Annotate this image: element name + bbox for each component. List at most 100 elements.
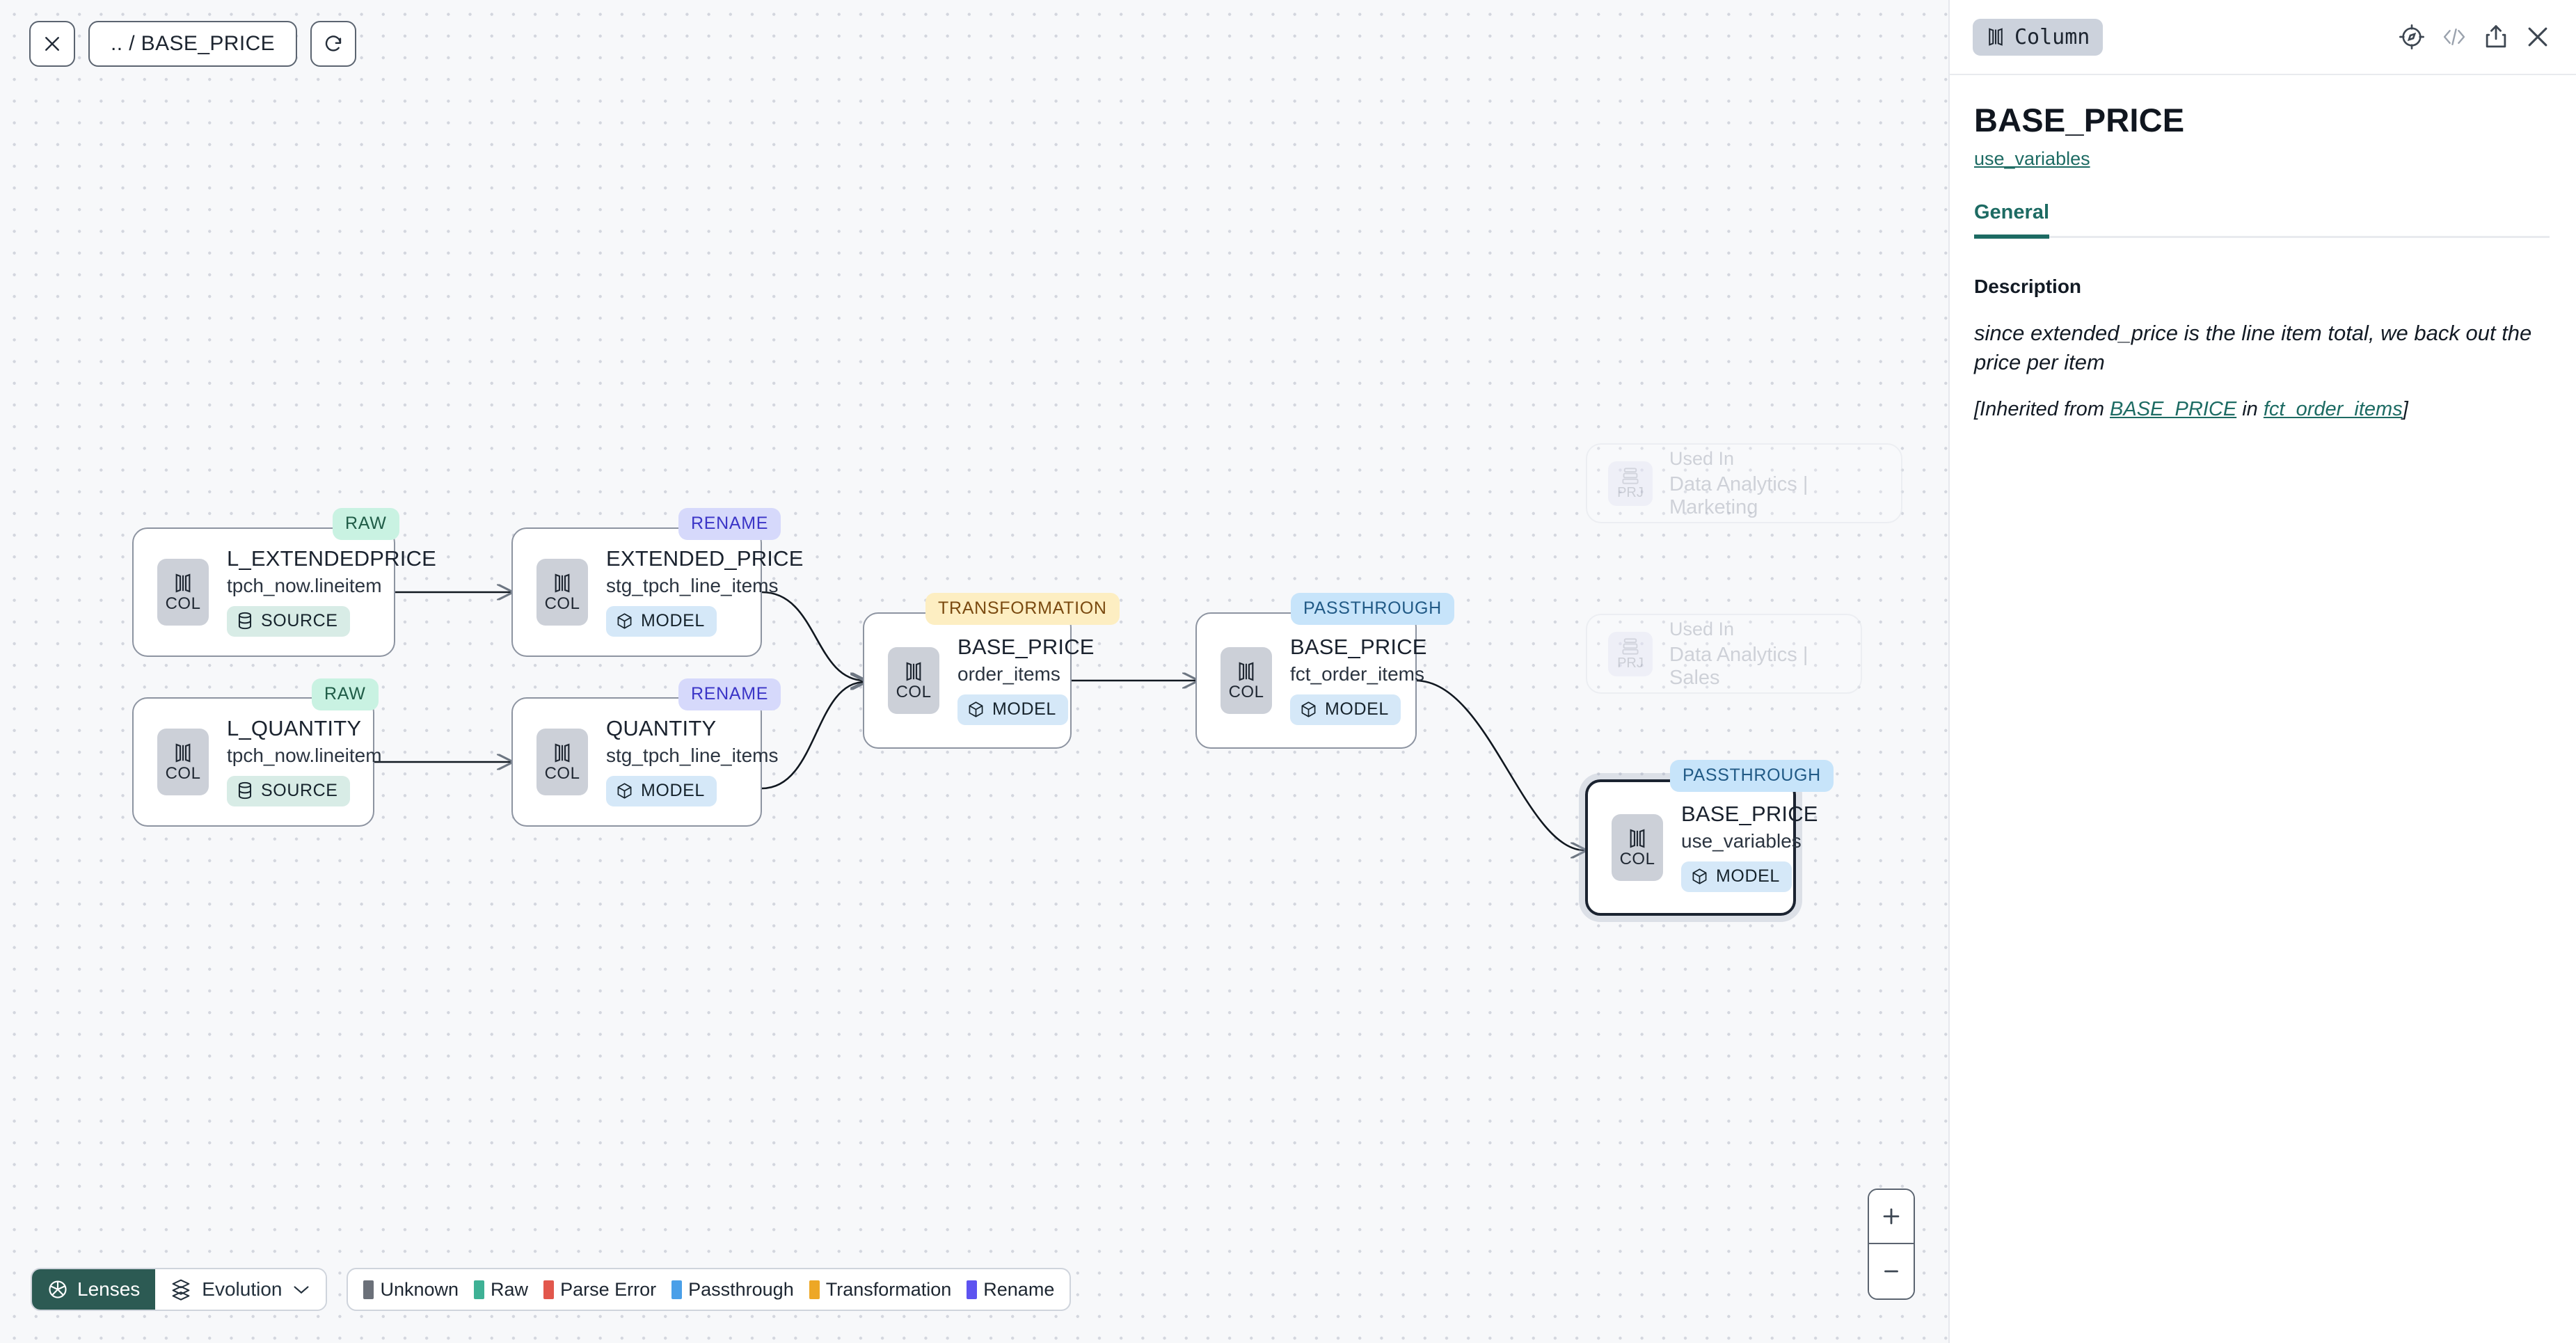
refresh-button[interactable] — [310, 21, 357, 67]
column-chip-label: COL — [165, 764, 201, 783]
node-subtitle: stg_tpch_line_items — [606, 574, 779, 596]
code-button[interactable] — [2441, 26, 2467, 48]
node-badge-raw-1: RAW — [333, 508, 399, 540]
inherited-column-link[interactable]: BASE_PRICE — [2110, 397, 2237, 420]
used-in-text: Used In Data Analytics | Sales — [1669, 619, 1861, 690]
node-pill-label: MODEL — [1325, 699, 1389, 719]
node-subtitle: stg_tpch_line_items — [606, 744, 779, 766]
node-extended-price[interactable]: COL EXTENDED_PRICE stg_tpch_line_items M… — [511, 527, 803, 657]
legend-swatch-transformation — [809, 1280, 820, 1299]
project-icon — [1622, 638, 1639, 655]
panel-body: BASE_PRICE use_variables General Descrip… — [1950, 75, 2576, 423]
database-icon — [238, 612, 252, 630]
node-l-extendedprice[interactable]: COL L_EXTENDEDPRICE tpch_now.lineitem SO… — [132, 527, 436, 657]
node-pill-model: MODEL — [1681, 861, 1792, 892]
column-chip: COL — [157, 729, 209, 795]
chevron-down-icon — [294, 1286, 310, 1294]
node-pill-model: MODEL — [606, 775, 717, 806]
tab-general[interactable]: General — [1974, 201, 2049, 239]
legend-item-passthrough[interactable]: Passthrough — [671, 1279, 794, 1301]
used-in-card-marketing[interactable]: PRJ Used In Data Analytics | Marketing — [1586, 443, 1902, 523]
breadcrumb-button[interactable]: .. / BASE_PRICE — [88, 21, 298, 67]
inherited-middle: in — [2236, 397, 2264, 420]
zoom-out-button[interactable] — [1869, 1244, 1914, 1298]
used-in-card-sales[interactable]: PRJ Used In Data Analytics | Sales — [1586, 614, 1862, 694]
legend-swatch-rename — [967, 1280, 978, 1299]
column-chip: COL — [888, 647, 939, 714]
legend-label-passthrough: Passthrough — [688, 1278, 794, 1300]
column-chip-label: COL — [544, 764, 580, 783]
node-subtitle: use_variables — [1681, 829, 1802, 852]
share-button[interactable] — [2483, 24, 2509, 50]
legend-item-parse-error[interactable]: Parse Error — [543, 1279, 656, 1301]
lenses-button[interactable]: Lenses — [32, 1269, 156, 1310]
column-chip: COL — [1221, 647, 1272, 714]
compass-icon — [2399, 24, 2424, 49]
node-pill-model: MODEL — [1290, 694, 1401, 725]
node-badge-passthrough-1: PASSTHROUGH — [1291, 593, 1454, 625]
legend-label-rename: Rename — [983, 1278, 1055, 1300]
code-icon — [2443, 29, 2465, 45]
used-in-value: Data Analytics | Sales — [1669, 643, 1808, 689]
close-panel-button[interactable] — [2525, 24, 2551, 50]
legend-item-raw[interactable]: Raw — [474, 1279, 528, 1301]
node-pill-label: MODEL — [992, 699, 1056, 719]
node-pill-label: SOURCE — [261, 610, 338, 630]
column-chip-label: COL — [165, 594, 201, 613]
node-title: L_EXTENDEDPRICE — [227, 546, 437, 571]
column-icon — [906, 662, 921, 681]
node-title: BASE_PRICE — [1681, 802, 1818, 827]
model-cube-icon — [617, 783, 632, 799]
node-pill-label: MODEL — [641, 780, 705, 800]
legend-label-unknown: Unknown — [380, 1278, 459, 1300]
node-base-price-order-items[interactable]: COL BASE_PRICE order_items MODEL — [863, 612, 1095, 749]
node-title: BASE_PRICE — [957, 635, 1095, 660]
legend-label-raw: Raw — [491, 1278, 529, 1300]
node-pill-source: SOURCE — [227, 775, 350, 806]
node-pill-label: MODEL — [1716, 866, 1780, 886]
close-icon — [2528, 27, 2547, 47]
project-chip: PRJ — [1608, 461, 1653, 506]
model-cube-icon — [617, 613, 632, 629]
legend-swatch-parse-error — [543, 1280, 555, 1299]
node-body: BASE_PRICE fct_order_items MODEL — [1290, 635, 1427, 725]
column-icon — [555, 743, 570, 763]
evolution-dropdown[interactable]: Evolution — [155, 1269, 326, 1310]
node-title: BASE_PRICE — [1290, 635, 1427, 660]
node-badge-transformation: TRANSFORMATION — [925, 593, 1120, 625]
legend-item-rename[interactable]: Rename — [967, 1279, 1054, 1301]
lineage-canvas[interactable]: .. / BASE_PRICE — [0, 0, 1948, 1343]
node-title: L_QUANTITY — [227, 716, 362, 741]
plus-icon — [1883, 1208, 1900, 1225]
model-cube-icon — [969, 701, 983, 717]
node-l-quantity[interactable]: COL L_QUANTITY tpch_now.lineitem SOURCE — [132, 697, 382, 827]
inherited-model-link[interactable]: fct_order_items — [2263, 397, 2403, 420]
zoom-in-button[interactable] — [1869, 1190, 1914, 1244]
close-graph-button[interactable] — [29, 21, 75, 67]
column-chip: COL — [536, 559, 588, 626]
node-base-price-fct-order-items[interactable]: COL BASE_PRICE fct_order_items MODEL — [1195, 612, 1427, 749]
description-section-label: Description — [1974, 275, 2082, 297]
used-in-label: Used In — [1669, 618, 1735, 639]
node-subtitle: order_items — [957, 662, 1060, 685]
model-cube-icon — [1692, 868, 1707, 884]
legend-swatch-passthrough — [671, 1280, 683, 1299]
refresh-icon — [325, 35, 342, 51]
node-title: EXTENDED_PRICE — [606, 546, 804, 571]
zoom-controls — [1868, 1189, 1915, 1300]
legend-swatch-unknown — [363, 1280, 374, 1299]
edge-fct-to-usevariables — [1415, 679, 1585, 850]
legend-item-unknown[interactable]: Unknown — [363, 1279, 459, 1301]
node-quantity[interactable]: COL QUANTITY stg_tpch_line_items MODEL — [511, 697, 778, 827]
parent-model-link[interactable]: use_variables — [1974, 148, 2090, 170]
focus-button[interactable] — [2399, 24, 2425, 50]
description-text: since extended_price is the line item to… — [1974, 320, 2532, 375]
node-subtitle: fct_order_items — [1290, 662, 1424, 685]
entity-type-label: Column — [2014, 24, 2090, 49]
legend-label-transformation: Transformation — [825, 1278, 952, 1300]
column-icon — [555, 573, 570, 593]
canvas-bottom-bar: Lenses Evolution Unknown Raw — [31, 1268, 1072, 1311]
lenses-label: Lenses — [77, 1278, 141, 1300]
node-base-price-use-variables[interactable]: COL BASE_PRICE use_variables MODEL — [1585, 779, 1818, 916]
legend-item-transformation[interactable]: Transformation — [809, 1278, 952, 1301]
